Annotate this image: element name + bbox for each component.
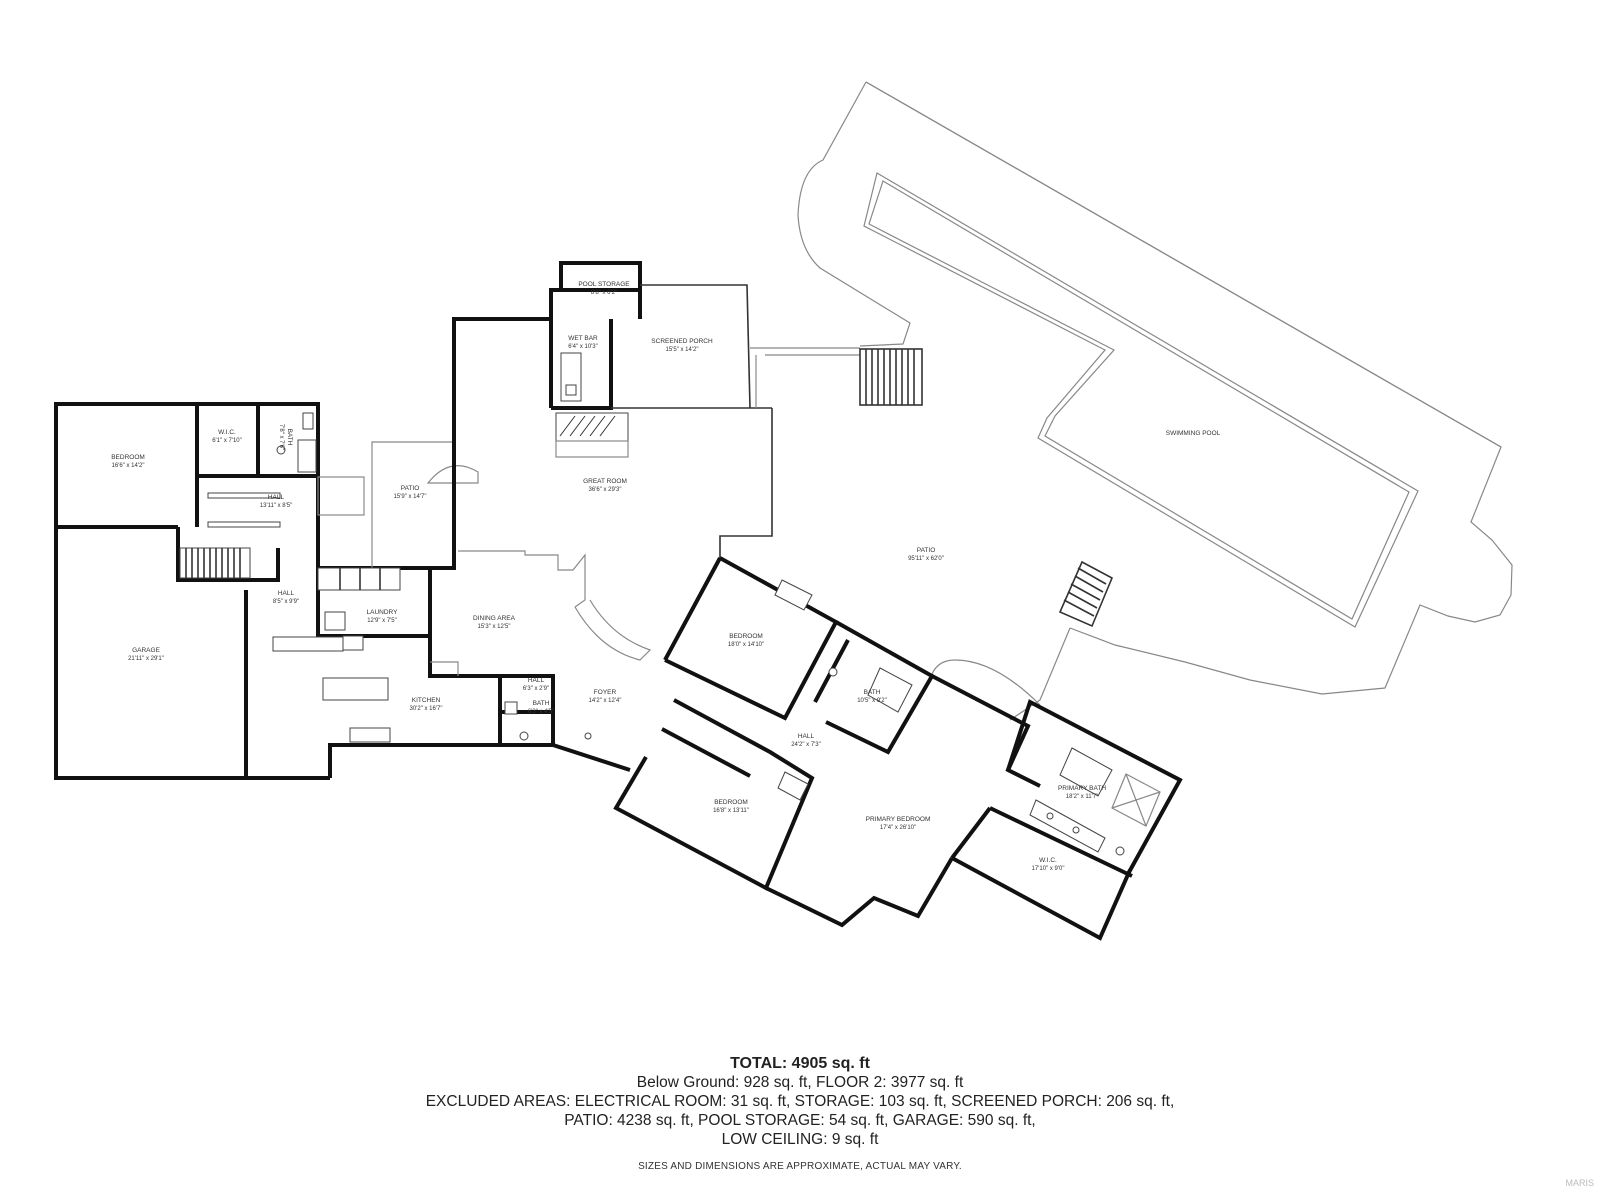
- total-area: TOTAL: 4905 sq. ft: [730, 1055, 870, 1072]
- foyer-walls: [552, 557, 722, 772]
- room-dims-patio-large: 95'11" x 62'0": [908, 556, 944, 562]
- room-name-patio-large: PATIO: [917, 547, 936, 554]
- area-line-3: PATIO: 4238 sq. ft, POOL STORAGE: 54 sq.…: [564, 1112, 1036, 1129]
- watermark: MARIS: [1565, 1178, 1594, 1188]
- room-name-wet-bar: WET BAR: [568, 335, 598, 342]
- room-name-primary-bath: PRIMARY BATH: [1058, 785, 1106, 792]
- east-wing-fixtures: [584, 579, 1161, 856]
- exterior-stairs-east: [1058, 560, 1114, 628]
- area-line-1: Below Ground: 928 sq. ft, FLOOR 2: 3977 …: [636, 1074, 964, 1091]
- exterior-stairs-north: [859, 348, 923, 406]
- room-dims-kitchen: 30'2" x 16'7": [410, 706, 443, 712]
- center-walls: [428, 261, 642, 678]
- room-name-bath-mid: BATH: [533, 700, 550, 707]
- room-name-great-room: GREAT ROOM: [583, 478, 627, 485]
- center-fixtures: [430, 352, 652, 676]
- room-dims-laundry: 12'9" x 7'5": [367, 618, 397, 624]
- room-dims-wic-primary: 17'10" x 9'0": [1032, 866, 1065, 872]
- room-name-kitchen: KITCHEN: [412, 697, 441, 704]
- room-dims-great-room: 36'6" x 29'3": [589, 487, 622, 493]
- room-dims-hall-west: 13'11" x 8'5": [260, 503, 292, 509]
- room-name-hall-east: HALL: [798, 733, 815, 740]
- room-name-dining: DINING AREA: [473, 615, 516, 622]
- room-name-hall-west: HALL: [268, 494, 285, 501]
- room-name-bedroom-east: BEDROOM: [729, 633, 763, 640]
- east-wing-walls: [613, 556, 1183, 941]
- room-name-pool-storage: POOL STORAGE: [578, 281, 630, 288]
- room-labels: BEDROOM 16'6" x 14'2" W.I.C. 6'1" x 7'10…: [111, 281, 1220, 872]
- west-wing-walls: [54, 317, 555, 780]
- room-dims-bath-west: 7'8" x 7'6": [278, 424, 284, 450]
- room-dims-wet-bar: 6'4" x 10'3": [568, 344, 598, 350]
- disclaimer: SIZES AND DIMENSIONS ARE APPROXIMATE, AC…: [638, 1161, 962, 1172]
- swimming-pool: [863, 172, 1419, 628]
- room-name-swimming-pool: SWIMMING POOL: [1166, 430, 1221, 437]
- room-name-screened-porch: SCREENED PORCH: [651, 338, 713, 345]
- room-dims-foyer: 14'2" x 12'4": [589, 698, 622, 704]
- room-dims-patio-small: 15'9" x 14'7": [394, 494, 427, 500]
- room-name-bath-west: BATH: [286, 429, 293, 446]
- room-dims-hall-mid: 6'3" x 2'9": [523, 686, 549, 692]
- room-name-primary-bedroom: PRIMARY BEDROOM: [866, 816, 931, 823]
- area-line-2: EXCLUDED AREAS: ELECTRICAL ROOM: 31 sq. …: [425, 1093, 1175, 1110]
- room-name-hall-small: HALL: [278, 590, 295, 597]
- room-dims-bath-mid: 6'3" x 4'5": [528, 709, 554, 715]
- room-name-bath-east: BATH: [864, 689, 881, 696]
- room-dims-hall-east: 24'2" x 7'3": [791, 742, 821, 748]
- room-name-bedroom-west: BEDROOM: [111, 454, 145, 461]
- room-name-hall-mid: HALL: [528, 677, 545, 684]
- west-wing-fixtures: [179, 412, 529, 743]
- room-name-laundry: LAUNDRY: [367, 609, 399, 616]
- room-dims-wic-west: 6'1" x 7'10": [212, 438, 242, 444]
- room-dims-bedroom-west: 16'6" x 14'2": [112, 463, 145, 469]
- room-name-patio-small: PATIO: [401, 485, 420, 492]
- room-name-wic-primary: W.I.C.: [1039, 857, 1057, 864]
- room-dims-hall-small: 8'5" x 9'9": [273, 599, 299, 605]
- small-patio-outline: [317, 441, 479, 568]
- room-dims-primary-bath: 18'2" x 11'7": [1066, 794, 1098, 800]
- screened-porch-outline: [611, 284, 773, 558]
- room-dims-garage: 21'11" x 29'1": [128, 656, 164, 662]
- room-name-garage: GARAGE: [132, 647, 160, 654]
- room-name-foyer: FOYER: [594, 689, 617, 696]
- room-dims-bedroom-east: 18'0" x 14'10": [728, 642, 764, 648]
- area-summary: TOTAL: 4905 sq. ft Below Ground: 928 sq.…: [0, 1054, 1600, 1149]
- room-dims-primary-bedroom: 17'4" x 26'10": [880, 825, 916, 831]
- pool-deck-outline: [750, 81, 1513, 721]
- room-dims-pool-storage: 8'8" x 6'2": [591, 290, 617, 296]
- area-line-4: LOW CEILING: 9 sq. ft: [721, 1131, 879, 1148]
- room-dims-screened-porch: 15'5" x 14'2": [666, 347, 699, 353]
- room-dims-bedroom-south: 16'8" x 13'11": [713, 808, 749, 814]
- room-dims-bath-east: 10'5" x 9'2": [857, 698, 887, 704]
- room-name-bedroom-south: BEDROOM: [714, 799, 748, 806]
- room-name-wic-west: W.I.C.: [218, 429, 236, 436]
- room-dims-dining: 15'3" x 12'5": [478, 624, 511, 630]
